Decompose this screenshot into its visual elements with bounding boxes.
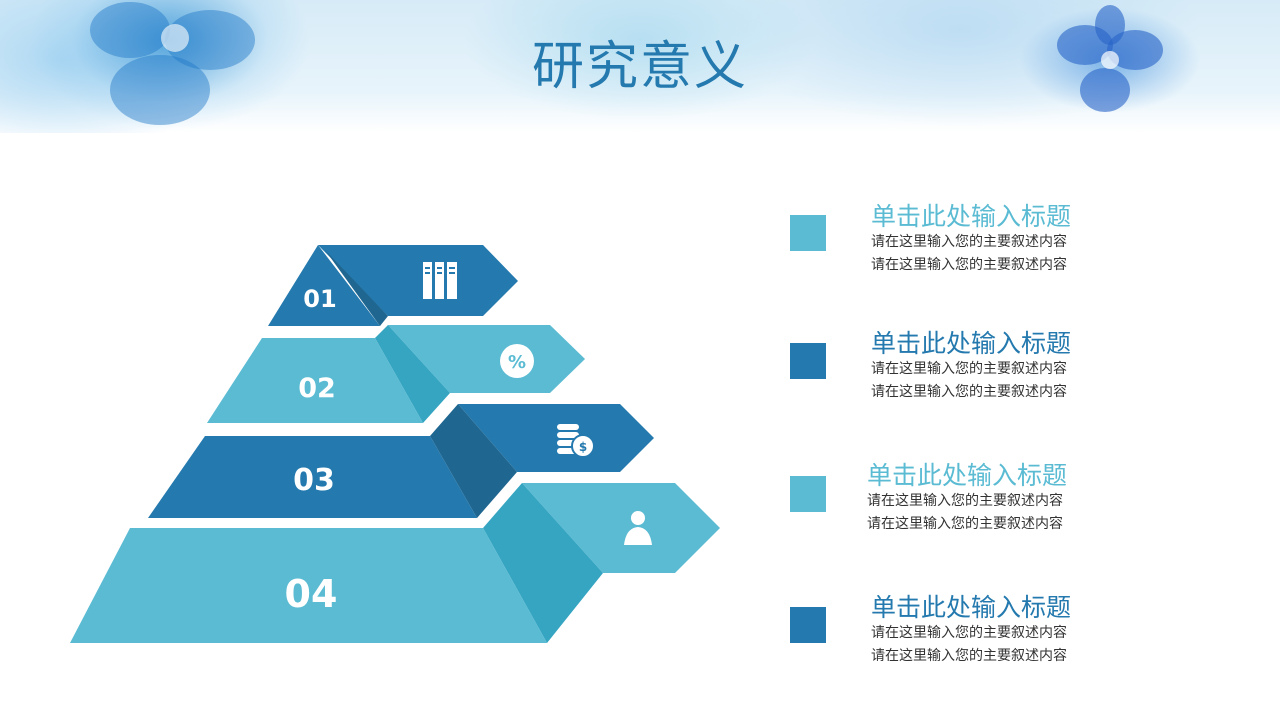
item-3-marker — [790, 476, 826, 512]
books-icon — [423, 262, 457, 299]
item-2-line-2: 请在这里输入您的主要叙述内容 — [871, 384, 1067, 400]
tier-4-front — [70, 528, 547, 643]
tier-3-front — [148, 436, 477, 518]
svg-text:$: $ — [579, 440, 587, 454]
item-1-line-1: 请在这里输入您的主要叙述内容 — [871, 234, 1067, 250]
tier-2-side — [375, 325, 450, 423]
tier-1-number: 01 — [303, 285, 336, 313]
person-icon — [624, 511, 652, 545]
slide-title: 研究意义 — [531, 37, 748, 97]
tier-2-number: 02 — [298, 373, 336, 404]
pyramid-tier-4: 04 — [70, 483, 720, 643]
item-2-line-1: 请在这里输入您的主要叙述内容 — [871, 361, 1067, 377]
tier-2-arrow — [388, 325, 585, 393]
item-4-body[interactable]: 请在这里输入您的主要叙述内容 请在这里输入您的主要叙述内容 — [871, 622, 1067, 668]
tier-3-number: 03 — [293, 463, 335, 498]
pyramid-tier-1: 01 — [268, 245, 518, 326]
item-1-body[interactable]: 请在这里输入您的主要叙述内容 请在这里输入您的主要叙述内容 — [871, 231, 1067, 277]
tier-1-arrow — [318, 245, 518, 316]
item-4-line-2: 请在这里输入您的主要叙述内容 — [871, 648, 1067, 664]
tier-1-side — [325, 250, 388, 326]
tier-4-arrow — [522, 483, 720, 573]
tier-3-side — [430, 404, 517, 518]
svg-text:%: % — [508, 352, 526, 373]
item-2-body[interactable]: 请在这里输入您的主要叙述内容 请在这里输入您的主要叙述内容 — [871, 358, 1067, 404]
item-4-line-1: 请在这里输入您的主要叙述内容 — [871, 625, 1067, 641]
item-3-title[interactable]: 单击此处输入标题 — [867, 461, 1068, 490]
item-3-line-1: 请在这里输入您的主要叙述内容 — [867, 493, 1063, 509]
item-3-body[interactable]: 请在这里输入您的主要叙述内容 请在这里输入您的主要叙述内容 — [867, 490, 1063, 536]
tier-4-number: 04 — [285, 572, 338, 616]
item-1-marker — [790, 215, 826, 251]
watercolor-header — [0, 0, 1280, 133]
item-1-line-2: 请在这里输入您的主要叙述内容 — [871, 257, 1067, 273]
item-2-marker — [790, 343, 826, 379]
item-1-title[interactable]: 单击此处输入标题 — [871, 202, 1072, 231]
item-2-title[interactable]: 单击此处输入标题 — [871, 329, 1072, 358]
coins-dollar-icon: $ — [557, 424, 595, 458]
tier-3-arrow — [458, 404, 654, 472]
percent-badge-icon: % — [500, 344, 534, 378]
item-4-marker — [790, 607, 826, 643]
item-4-title[interactable]: 单击此处输入标题 — [871, 593, 1072, 622]
pyramid-tier-3: 03 $ — [148, 404, 654, 518]
pyramid-tier-2: 02 % — [207, 325, 585, 423]
flower-decoration — [90, 2, 1163, 125]
tier-4-side — [483, 483, 603, 643]
tier-2-front — [207, 338, 423, 423]
item-3-line-2: 请在这里输入您的主要叙述内容 — [867, 516, 1063, 532]
tier-1-front — [268, 245, 380, 326]
